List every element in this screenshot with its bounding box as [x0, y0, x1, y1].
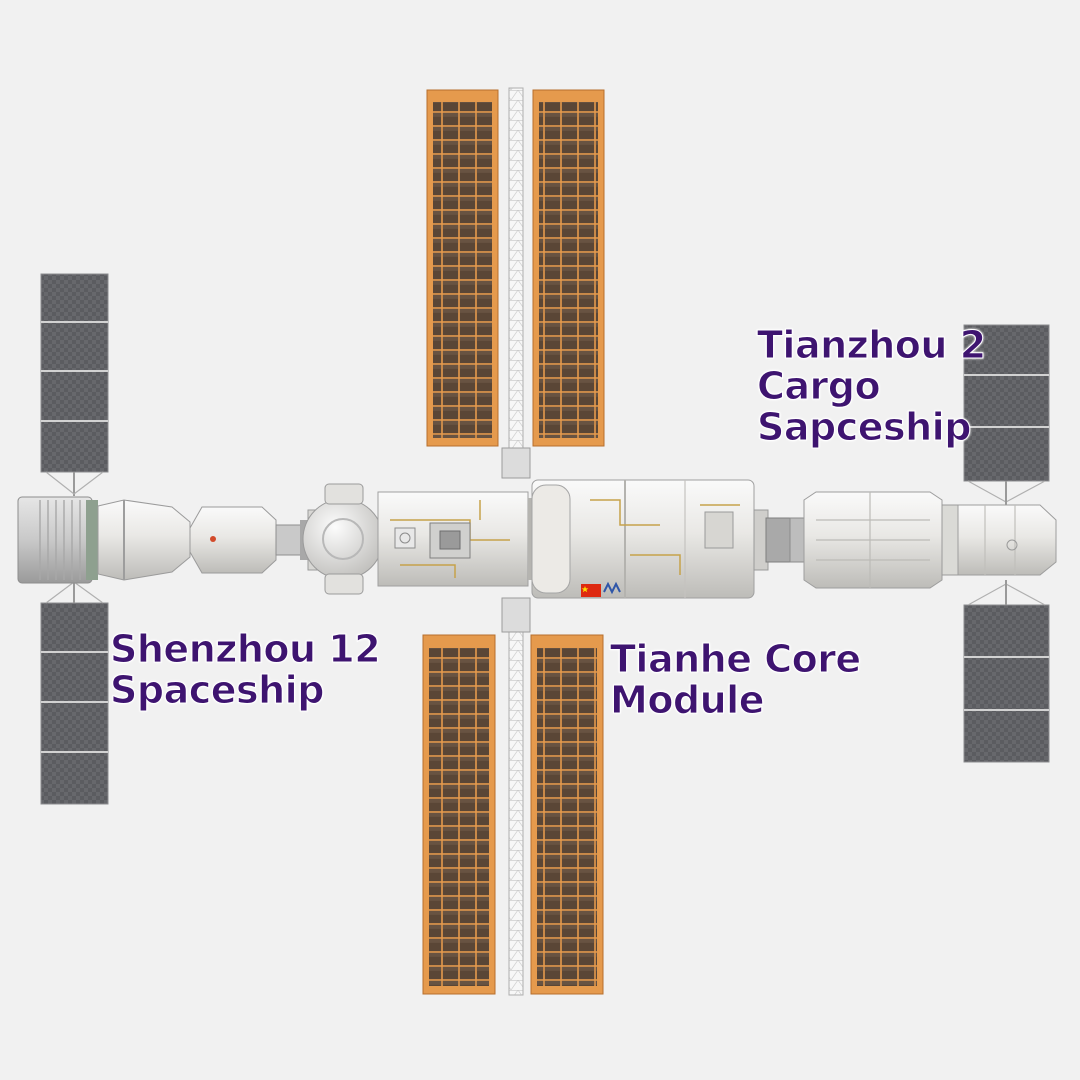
solar-array-lower-right [530, 634, 604, 995]
tianzhou-solar-panel-upper [963, 324, 1050, 505]
shenzhou-spacecraft [17, 496, 310, 584]
tianzhou-spacecraft [789, 491, 1057, 589]
tianzhou-label-line-1: Tianzhou 2 [757, 323, 987, 367]
china-flag-icon [581, 584, 601, 597]
shenzhou-solar-panel-lower [40, 578, 109, 805]
central-truss-upper [501, 87, 531, 479]
tianzhou-label-line-3: Sapceship [757, 405, 972, 449]
tianzhou-label-line-2: Cargo [757, 364, 882, 408]
tianhe-label: Tianhe Core Module [610, 637, 862, 722]
solar-array-lower-left [422, 634, 496, 995]
docking-hub [302, 483, 384, 595]
shenzhou-label-line-1: Shenzhou 12 [109, 627, 381, 671]
tianzhou-label: Tianzhou 2 Cargo Sapceship [757, 323, 987, 449]
shenzhou-label: Shenzhou 12 Spaceship [109, 627, 381, 712]
solar-array-upper-right [532, 89, 605, 447]
shenzhou-solar-panel-upper [40, 273, 109, 496]
solar-array-upper-left [426, 89, 499, 447]
tianhe-label-line-2: Module [610, 678, 765, 722]
mission-emblem-icon [603, 581, 621, 595]
central-truss-lower [501, 597, 531, 996]
tianhe-label-line-1: Tianhe Core [610, 637, 862, 681]
shenzhou-label-line-2: Spaceship [109, 668, 324, 712]
tianhe-core-module [377, 479, 793, 599]
tianzhou-solar-panel-lower [963, 580, 1050, 763]
